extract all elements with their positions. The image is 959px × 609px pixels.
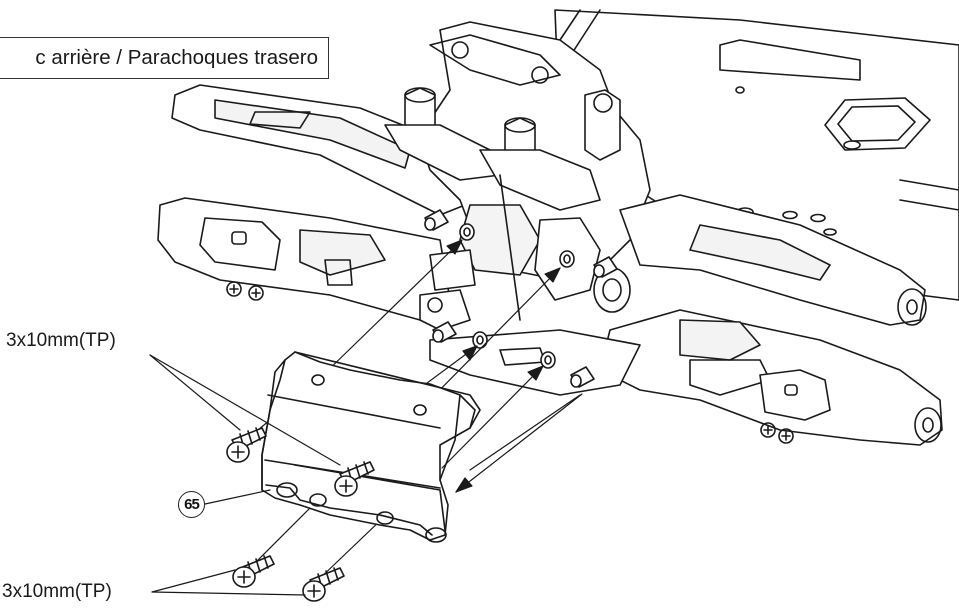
right-arm-upper [619, 194, 927, 326]
screw-label-top: 3x10mm(TP) [6, 330, 116, 351]
right-arm-lower [599, 309, 943, 446]
screw-top-left [226, 427, 267, 463]
lower-plate [429, 329, 641, 396]
part-number: 65 [184, 496, 200, 513]
screw-label-bottom: 3x10mm(TP) [2, 581, 112, 602]
title-text: c arrière / Parachoques trasero [35, 46, 318, 69]
leader-lines [149, 354, 341, 596]
gearbox-shock-tower [384, 21, 651, 331]
lower-left-arm [157, 197, 451, 321]
screw-bottom-left [232, 555, 275, 588]
upper-left-arm [171, 84, 471, 216]
screw-top-right [334, 461, 375, 497]
rear-bumper [261, 351, 481, 543]
mount-pins [424, 209, 618, 388]
title-box: c arrière / Parachoques trasero [0, 37, 329, 79]
part-number-badge: 65 [178, 491, 205, 518]
screw-bottom-right [302, 567, 345, 602]
